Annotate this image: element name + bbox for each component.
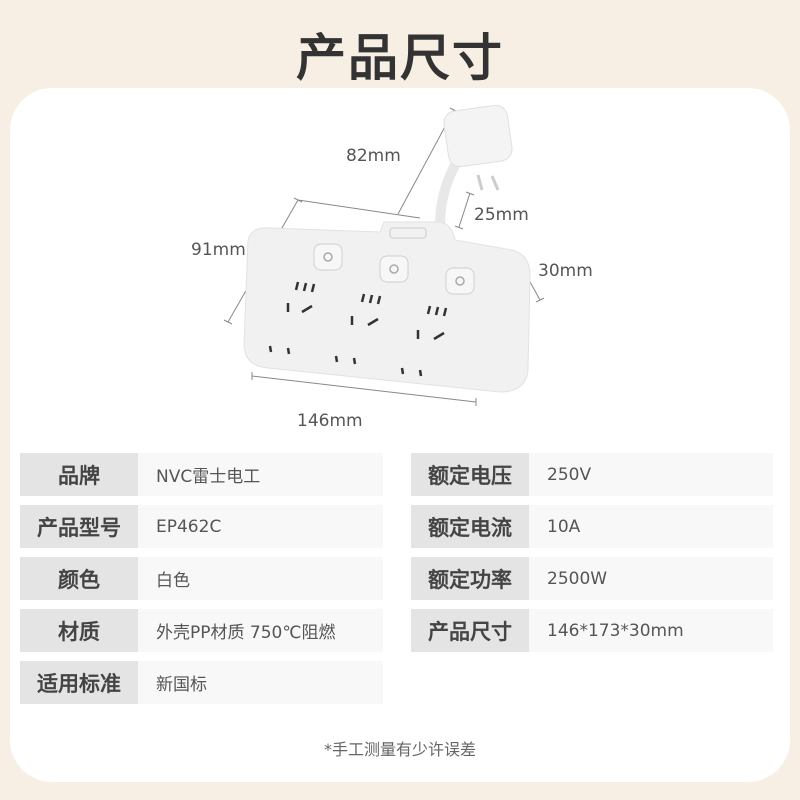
measurement-note: *手工测量有少许误差 <box>323 740 476 759</box>
spec-value: 外壳PP材质 750℃阻燃 <box>138 609 383 652</box>
dimension-width: 146mm <box>297 411 363 431</box>
spec-row-brand: 品牌 NVC雷士电工 <box>20 453 383 496</box>
spec-row-power: 额定功率 2500W <box>411 557 773 600</box>
spec-label: 品牌 <box>20 453 138 496</box>
dimension-plug-depth: 25mm <box>474 205 529 225</box>
dimension-plug-length: 82mm <box>346 146 401 166</box>
spec-value: 10A <box>529 505 773 548</box>
spec-value: NVC雷士电工 <box>138 453 383 496</box>
spec-value: 146*173*30mm <box>529 609 773 652</box>
spec-row-material: 材质 外壳PP材质 750℃阻燃 <box>20 609 383 652</box>
spec-row-size: 产品尺寸 146*173*30mm <box>411 609 773 652</box>
spec-value: 250V <box>529 453 773 496</box>
spec-label: 产品尺寸 <box>411 609 529 652</box>
dimension-height: 30mm <box>538 261 593 281</box>
spec-label: 额定电压 <box>411 453 529 496</box>
spec-value: 2500W <box>529 557 773 600</box>
spec-value: EP462C <box>138 505 383 548</box>
spec-row-voltage: 额定电压 250V <box>411 453 773 496</box>
spec-row-standard: 适用标准 新国标 <box>20 661 383 704</box>
spec-row-model: 产品型号 EP462C <box>20 505 383 548</box>
power-strip-illustration <box>223 104 545 406</box>
spec-label: 额定功率 <box>411 557 529 600</box>
spec-label: 产品型号 <box>20 505 138 548</box>
spec-row-current: 额定电流 10A <box>411 505 773 548</box>
spec-row-color: 颜色 白色 <box>20 557 383 600</box>
spec-label: 适用标准 <box>20 661 138 704</box>
dimension-depth: 91mm <box>191 240 246 260</box>
page-title: 产品尺寸 <box>296 29 504 87</box>
spec-label: 额定电流 <box>411 505 529 548</box>
spec-value: 白色 <box>138 557 383 600</box>
spec-value: 新国标 <box>138 661 383 704</box>
spec-label: 颜色 <box>20 557 138 600</box>
spec-label: 材质 <box>20 609 138 652</box>
